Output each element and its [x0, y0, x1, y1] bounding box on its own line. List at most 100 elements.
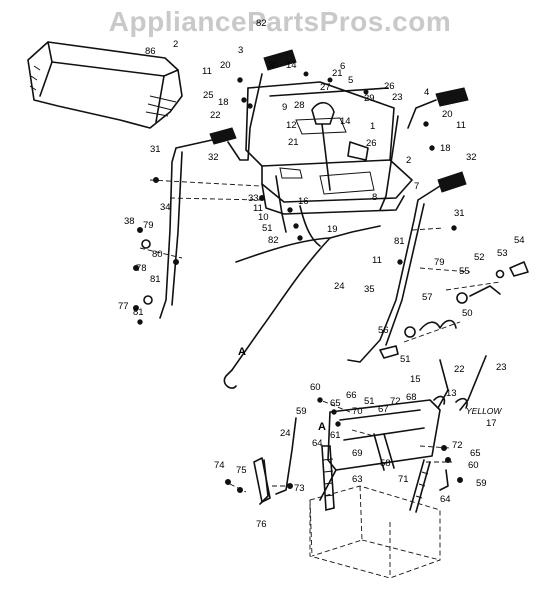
callout: 10	[258, 212, 269, 223]
callout: 55	[459, 266, 470, 277]
callout: 63	[352, 474, 363, 485]
callout: 61	[330, 430, 341, 441]
callout: 21	[332, 68, 343, 79]
callout: 72	[390, 396, 401, 407]
callout: 59	[296, 406, 307, 417]
callout: 35	[364, 284, 375, 295]
callout: 52	[474, 252, 485, 263]
callout: 6	[340, 61, 345, 72]
callout: 23	[392, 92, 403, 103]
callout: 11	[456, 120, 466, 131]
callout: 11	[253, 203, 263, 214]
callout: 25	[203, 90, 214, 101]
callout: 80	[152, 249, 163, 260]
callout: 64	[440, 494, 451, 505]
callout: 18	[440, 143, 451, 154]
callout: 66	[346, 390, 357, 401]
callout: 51	[400, 354, 411, 365]
callout: 29	[364, 93, 375, 104]
callout: 20	[442, 109, 453, 120]
callout: 34	[160, 202, 171, 213]
callout: 58	[380, 458, 391, 469]
callout: 3	[238, 45, 243, 56]
callout: 24	[280, 428, 291, 439]
callout: 77	[118, 301, 129, 312]
callout: 17	[486, 418, 497, 429]
callout: 60	[468, 460, 479, 471]
callout: 56	[378, 325, 389, 336]
callout: 67	[378, 404, 389, 415]
callout: 51	[364, 396, 375, 407]
callout: 28	[294, 100, 305, 111]
callout: 82	[268, 235, 279, 246]
left-handle-tube	[159, 127, 237, 319]
callout: 31	[150, 144, 161, 155]
callout: 30	[268, 60, 279, 71]
callout: 53	[497, 248, 508, 259]
callout: 26	[384, 81, 395, 92]
callout: 11	[202, 66, 212, 77]
callout: 7	[414, 181, 419, 192]
control-panel-part	[245, 81, 413, 215]
callout: 13	[446, 388, 457, 399]
callout: 71	[398, 474, 409, 485]
callout: 18	[218, 97, 229, 108]
callout: 24	[334, 281, 345, 292]
lower-deck-housing	[309, 485, 441, 579]
assembly-lines-lower	[229, 399, 452, 493]
callout: 22	[210, 110, 221, 121]
callout: 15	[410, 374, 421, 385]
callout: 73	[294, 483, 305, 494]
callout: 69	[352, 448, 363, 459]
right-upper-handle	[407, 87, 469, 129]
callout-labels: 2 86 82 3 20 30 11 25 18 14 21 6 5 27 26…	[118, 18, 525, 530]
callout: 76	[256, 519, 267, 530]
callout: 57	[422, 292, 433, 303]
callout: 5	[348, 75, 353, 86]
hardware-upper	[133, 71, 529, 359]
callout: 50	[462, 308, 473, 319]
callout: 81	[133, 307, 144, 318]
callout: YELLOW	[466, 406, 502, 416]
lower-linkage-assembly	[225, 355, 487, 513]
callout: 16	[298, 196, 309, 207]
top-cover-part	[27, 41, 183, 129]
callout: 4	[424, 87, 429, 98]
callout: 22	[454, 364, 465, 375]
callout-letter: A	[238, 346, 246, 358]
callout: 59	[476, 478, 487, 489]
callout: 72	[452, 440, 463, 451]
callout: 54	[514, 235, 525, 246]
callout: 60	[310, 382, 321, 393]
callout: 78	[136, 263, 147, 274]
left-upper-handle	[227, 49, 297, 161]
callout: 8	[372, 192, 377, 203]
callout: 51	[262, 223, 273, 234]
callout: 65	[330, 398, 341, 409]
callout: 21	[288, 137, 299, 148]
callout: 31	[454, 208, 465, 219]
callout: 79	[143, 220, 154, 231]
callout: 2	[406, 155, 411, 166]
right-handle-tube	[347, 171, 467, 363]
callout: 19	[327, 224, 338, 235]
callout: 11	[372, 255, 382, 266]
assembly-lines-upper	[139, 179, 501, 343]
callout-letter: A	[318, 421, 326, 433]
callout: 27	[320, 82, 331, 93]
callout: 12	[286, 120, 297, 131]
callout: 74	[214, 460, 225, 471]
callout: 32	[466, 152, 477, 163]
control-rods	[223, 115, 399, 389]
callout: 81	[150, 274, 161, 285]
callout: 33	[248, 193, 259, 204]
callout: 14	[286, 60, 297, 71]
callout: 68	[406, 392, 417, 403]
callout: 1	[370, 121, 375, 132]
callout: 81	[394, 236, 405, 247]
callout: 9	[282, 102, 287, 113]
callout: 82	[256, 18, 267, 29]
callout: 86	[145, 46, 156, 57]
callout: 32	[208, 152, 219, 163]
